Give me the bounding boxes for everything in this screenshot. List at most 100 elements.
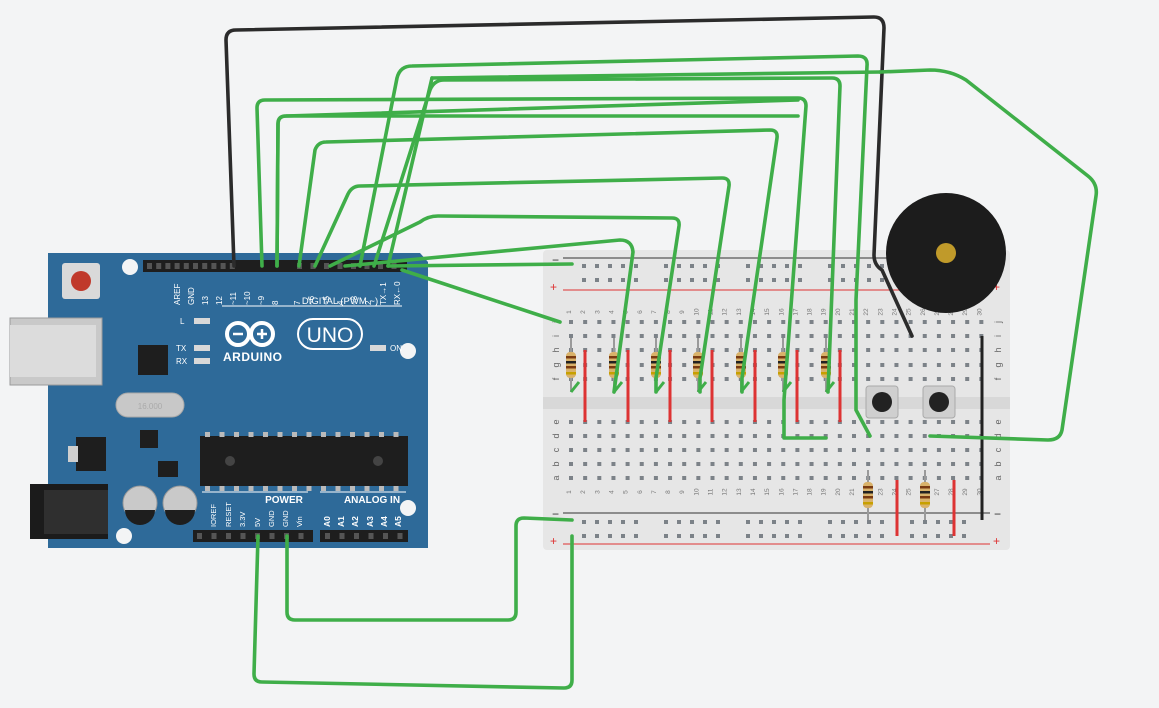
breadboard-hole[interactable] — [922, 462, 927, 466]
rail-hole[interactable] — [798, 520, 802, 524]
breadboard-hole[interactable] — [569, 320, 573, 324]
rail-hole[interactable] — [923, 534, 927, 538]
rail-hole[interactable] — [772, 520, 776, 524]
header-pin[interactable] — [364, 263, 370, 269]
rail-hole[interactable] — [690, 278, 694, 282]
rail-hole[interactable] — [746, 278, 750, 282]
rail-hole[interactable] — [867, 278, 871, 282]
rail-hole[interactable] — [690, 534, 694, 538]
breadboard-hole[interactable] — [710, 320, 715, 324]
breadboard-hole[interactable] — [852, 348, 856, 352]
breadboard-hole[interactable] — [752, 334, 757, 338]
rail-hole[interactable] — [828, 278, 832, 282]
breadboard-hole[interactable] — [682, 320, 687, 324]
breadboard-hole[interactable] — [951, 320, 956, 324]
breadboard-hole[interactable] — [583, 334, 588, 338]
breadboard-hole[interactable] — [682, 434, 687, 438]
breadboard-hole[interactable] — [752, 448, 757, 452]
breadboard-hole[interactable] — [837, 448, 842, 452]
breadboard-hole[interactable] — [738, 334, 743, 338]
breadboard-hole[interactable] — [738, 320, 743, 324]
rail-hole[interactable] — [785, 534, 789, 538]
breadboard-hole[interactable] — [894, 377, 899, 381]
breadboard-hole[interactable] — [951, 348, 956, 352]
breadboard-hole[interactable] — [569, 462, 573, 466]
wire-buzzer-top[interactable] — [430, 70, 882, 80]
breadboard-hole[interactable] — [625, 476, 630, 480]
breadboard-hole[interactable] — [625, 448, 630, 452]
rail-hole[interactable] — [759, 534, 763, 538]
piezo-buzzer[interactable] — [886, 193, 1006, 313]
breadboard-hole[interactable] — [852, 363, 856, 367]
breadboard-hole[interactable] — [696, 320, 701, 324]
rail-hole[interactable] — [759, 520, 763, 524]
rail-hole[interactable] — [910, 520, 914, 524]
breadboard-hole[interactable] — [795, 434, 800, 438]
rail-hole[interactable] — [703, 264, 707, 268]
rail-hole[interactable] — [690, 264, 694, 268]
rail-hole[interactable] — [703, 520, 707, 524]
breadboard-hole[interactable] — [569, 434, 573, 438]
breadboard-hole[interactable] — [767, 462, 772, 466]
rail-hole[interactable] — [677, 534, 681, 538]
breadboard-hole[interactable] — [653, 334, 658, 338]
breadboard-hole[interactable] — [611, 320, 616, 324]
breadboard-hole[interactable] — [597, 434, 602, 438]
rail-hole[interactable] — [962, 520, 966, 524]
rail-hole[interactable] — [880, 520, 884, 524]
breadboard-hole[interactable] — [936, 476, 941, 480]
rail-hole[interactable] — [677, 520, 681, 524]
breadboard-hole[interactable] — [936, 334, 941, 338]
breadboard-hole[interactable] — [908, 363, 913, 367]
breadboard-hole[interactable] — [880, 448, 885, 452]
rail-hole[interactable] — [828, 534, 832, 538]
header-pin[interactable] — [211, 263, 217, 269]
wire-pin1[interactable] — [386, 262, 574, 268]
rail-hole[interactable] — [582, 264, 586, 268]
breadboard-hole[interactable] — [922, 320, 927, 324]
rail-hole[interactable] — [923, 520, 927, 524]
rail-hole[interactable] — [880, 278, 884, 282]
resistor[interactable] — [566, 338, 576, 392]
breadboard-hole[interactable] — [696, 334, 701, 338]
rail-hole[interactable] — [608, 264, 612, 268]
breadboard-hole[interactable] — [597, 420, 602, 424]
wire-pin7[interactable] — [297, 128, 779, 394]
breadboard-hole[interactable] — [951, 334, 956, 338]
breadboard-hole[interactable] — [611, 476, 616, 480]
breadboard-hole[interactable] — [781, 462, 786, 466]
rail-hole[interactable] — [772, 264, 776, 268]
breadboard-hole[interactable] — [837, 334, 842, 338]
rail-hole[interactable] — [703, 534, 707, 538]
breadboard-hole[interactable] — [965, 377, 970, 381]
rail-hole[interactable] — [910, 534, 914, 538]
rail-hole[interactable] — [634, 520, 638, 524]
breadboard-hole[interactable] — [866, 334, 871, 338]
breadboard-hole[interactable] — [965, 476, 970, 480]
wire-pin2[interactable] — [372, 76, 842, 394]
breadboard-hole[interactable] — [951, 377, 956, 381]
breadboard-hole[interactable] — [866, 448, 871, 452]
wire-buzzer-to-button[interactable] — [878, 68, 1099, 442]
rail-hole[interactable] — [828, 264, 832, 268]
breadboard-hole[interactable] — [767, 448, 772, 452]
breadboard-hole[interactable] — [965, 448, 970, 452]
breadboard-hole[interactable] — [611, 462, 616, 466]
header-pin[interactable] — [165, 263, 171, 269]
wire-pin4[interactable] — [343, 238, 635, 394]
breadboard-hole[interactable] — [724, 476, 729, 480]
rail-hole[interactable] — [703, 278, 707, 282]
breadboard-hole[interactable] — [866, 320, 871, 324]
breadboard-hole[interactable] — [752, 434, 757, 438]
breadboard-hole[interactable] — [653, 420, 658, 424]
breadboard-hole[interactable] — [767, 334, 772, 338]
wire-pin6[interactable] — [313, 176, 731, 394]
breadboard-hole[interactable] — [894, 448, 899, 452]
rail-hole[interactable] — [608, 278, 612, 282]
breadboard-hole[interactable] — [738, 420, 743, 424]
breadboard-hole[interactable] — [965, 420, 970, 424]
header-pin[interactable] — [298, 533, 304, 539]
rail-hole[interactable] — [867, 520, 871, 524]
breadboard-hole[interactable] — [908, 348, 913, 352]
breadboard-hole[interactable] — [724, 462, 729, 466]
